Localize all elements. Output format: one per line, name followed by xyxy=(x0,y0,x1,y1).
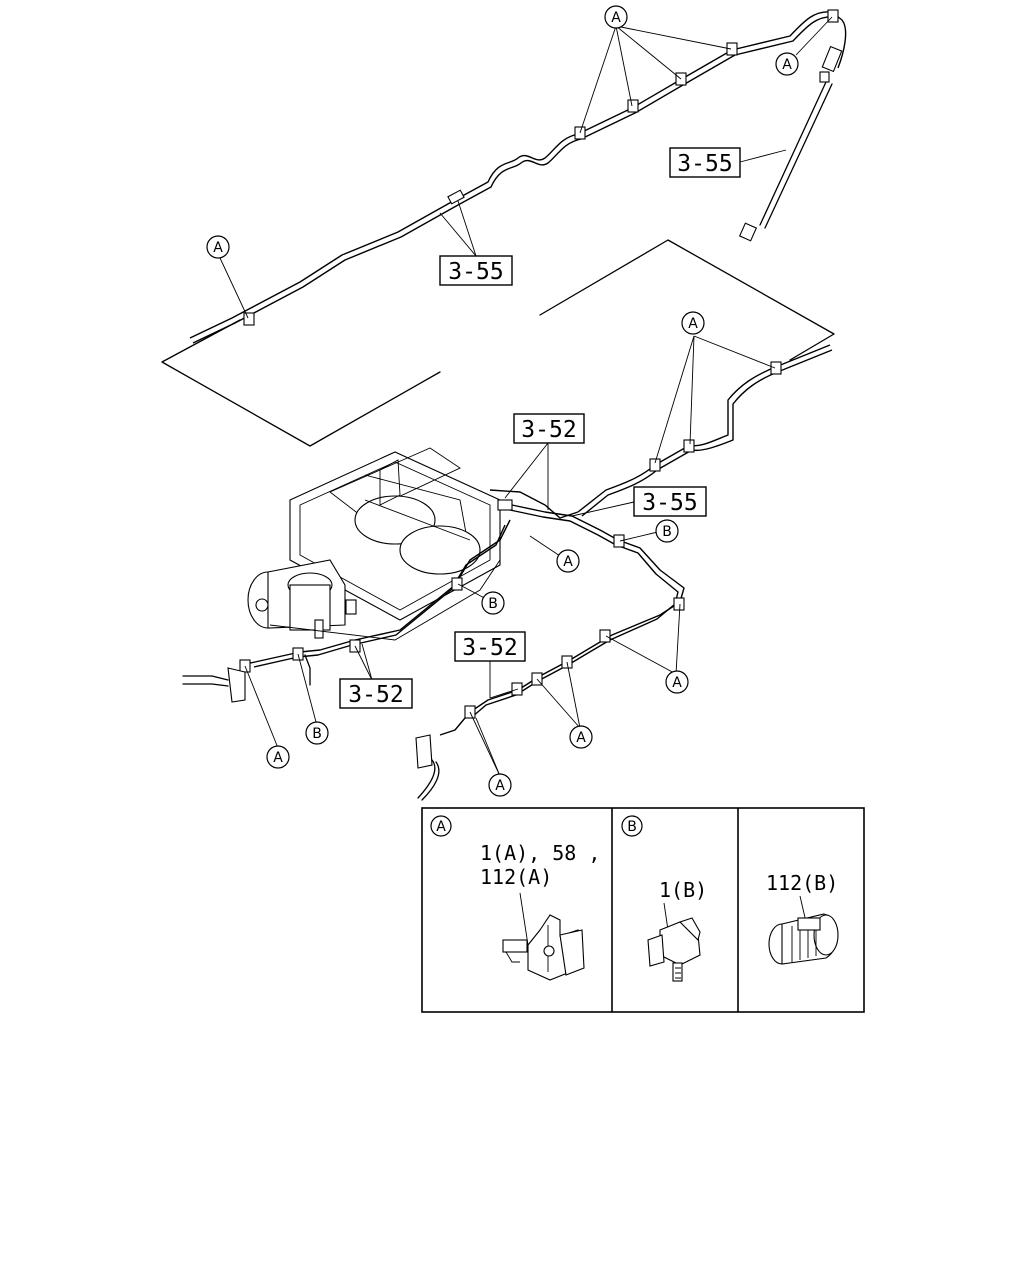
marker-a-left-upper: A xyxy=(206,235,230,259)
svg-text:A: A xyxy=(213,240,223,256)
ref-label: 3-55 xyxy=(448,259,503,285)
marker-a-bottom: A xyxy=(488,773,512,797)
clip-a-lower-1 xyxy=(673,597,685,611)
svg-text:B: B xyxy=(488,596,498,612)
clip-a-right-3 xyxy=(649,458,661,472)
legend-letter-a: A xyxy=(436,819,446,835)
ref-label: 3-52 xyxy=(348,682,403,708)
svg-text:A: A xyxy=(688,316,698,332)
svg-text:A: A xyxy=(672,675,682,691)
marker-a-top: A xyxy=(604,5,628,29)
legend-panel-a: A 1(A), 58 , 112(A) xyxy=(430,815,600,981)
clip-c-drawing xyxy=(768,913,839,965)
ref-box-mid-upper[interactable]: 3-52 xyxy=(513,413,585,444)
ref-box-bottom-left[interactable]: 3-52 xyxy=(339,678,413,709)
clip-a-right-2 xyxy=(683,439,695,453)
marker-b-mid: B xyxy=(481,591,505,615)
legend-part-a-line2: 112(A) xyxy=(480,865,552,889)
clip-b-lower-1 xyxy=(613,534,625,548)
clip-a-upper-5 xyxy=(827,9,839,23)
svg-text:A: A xyxy=(576,730,586,746)
clip-a-drawing xyxy=(502,914,585,981)
legend-letter-b: B xyxy=(627,819,637,835)
ref-label: 3-55 xyxy=(677,151,732,177)
marker-b-bottom-left: B xyxy=(305,721,329,745)
marker-b-right: B xyxy=(655,519,679,543)
svg-text:A: A xyxy=(273,750,283,766)
tank-assembly xyxy=(247,447,513,641)
clip-b-lower-2 xyxy=(451,577,463,591)
ref-label: 3-52 xyxy=(462,635,517,661)
leader-lines xyxy=(219,16,833,777)
marker-a-right-bottom: A xyxy=(665,670,689,694)
ref-box-bottom-center[interactable]: 3-52 xyxy=(454,631,526,662)
svg-text:A: A xyxy=(782,57,792,73)
marker-a-bottom-center: A xyxy=(569,725,593,749)
ref-label: 3-55 xyxy=(642,490,697,516)
legend-table: A 1(A), 58 , 112(A) B 1(B) xyxy=(421,807,865,1013)
upper-pipe-run xyxy=(189,9,847,344)
ref-box-top-center[interactable]: 3-55 xyxy=(439,255,513,286)
clip-a-upper-4 xyxy=(726,42,738,56)
clip-a-upper-2 xyxy=(627,99,639,113)
legend-panel-c: 112(B) xyxy=(766,871,839,965)
svg-text:A: A xyxy=(563,554,573,570)
svg-text:B: B xyxy=(662,524,672,540)
clip-a-lower-2 xyxy=(599,629,611,643)
svg-text:A: A xyxy=(495,778,505,794)
legend-part-c-line1: 112(B) xyxy=(766,871,838,895)
ref-label: 3-52 xyxy=(521,417,576,443)
ref-box-mid-right[interactable]: 3-55 xyxy=(633,486,707,517)
svg-text:A: A xyxy=(611,10,621,26)
legend-part-a-line1: 1(A), 58 , xyxy=(480,841,600,865)
legend-part-b-line1: 1(B) xyxy=(659,878,707,902)
clip-a-upper-6 xyxy=(243,312,255,326)
floor-outline-left xyxy=(161,319,441,447)
clip-a-right-1 xyxy=(770,361,782,375)
marker-a-right-cluster: A xyxy=(681,311,705,335)
flex-hose xyxy=(738,45,843,242)
legend-panel-b: B 1(B) xyxy=(621,815,707,982)
right-pipe-run xyxy=(577,344,833,517)
floor-outline-right xyxy=(539,239,835,361)
marker-a-bottom-left: A xyxy=(266,745,290,769)
marker-a-mid: A xyxy=(556,549,580,573)
marker-a-top-right: A xyxy=(775,52,799,76)
svg-text:B: B xyxy=(312,726,322,742)
clip-b-drawing xyxy=(647,917,701,982)
ref-box-top-right[interactable]: 3-55 xyxy=(669,147,741,178)
